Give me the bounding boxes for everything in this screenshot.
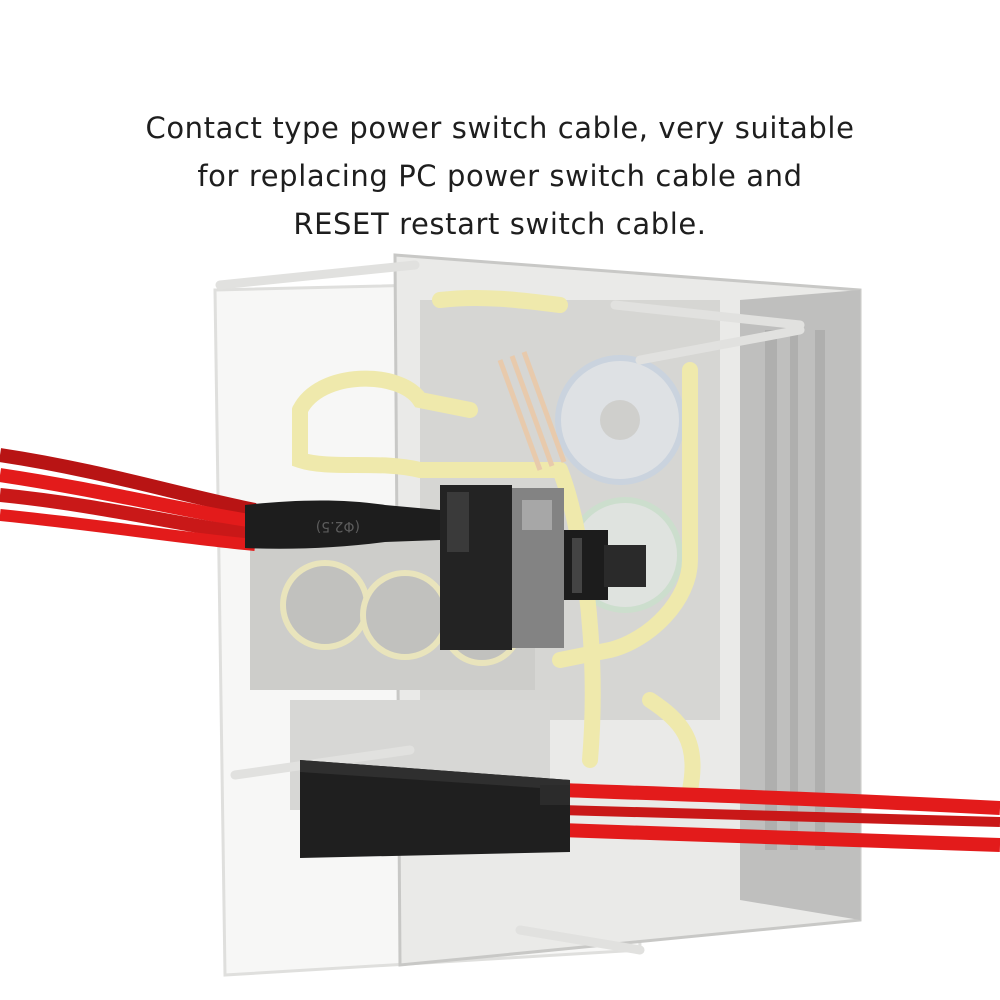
sleeve-print: (Φ2.5) [316, 518, 360, 534]
heat-shrink-sleeve: (Φ2.5) [245, 500, 440, 549]
caption-line-2: for replacing PC power switch cable and [197, 159, 803, 193]
dupont-connector [300, 760, 570, 858]
push-switch [440, 485, 646, 650]
product-caption: Contact type power switch cable, very su… [0, 104, 1000, 248]
caption-line-1: Contact type power switch cable, very su… [145, 111, 855, 145]
caption-line-3: RESET restart switch cable. [293, 207, 707, 241]
lower-red-cable [559, 783, 1000, 852]
upper-red-cable [0, 448, 257, 551]
